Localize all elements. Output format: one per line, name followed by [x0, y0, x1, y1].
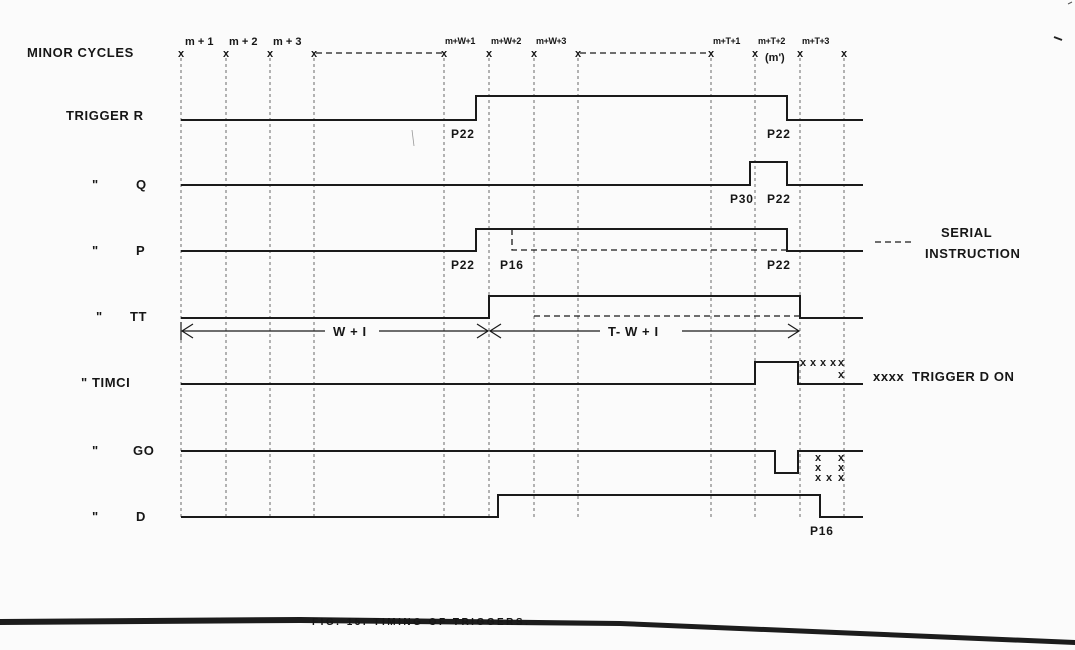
figure-caption: FIG. 15. TIMING OF TRIGGERS. — [312, 617, 530, 628]
svg-text:x: x — [815, 452, 822, 464]
svg-text:x: x — [708, 48, 715, 60]
cycle-label-8: m+T+2 — [758, 36, 785, 46]
cycle-sub-label: (m') — [765, 52, 785, 64]
pulse-p-fall: P22 — [767, 258, 791, 272]
svg-text:x: x — [800, 357, 807, 369]
waveform-p-serial-dashed — [511, 229, 787, 251]
interval-label-w-plus-1: W + I — [333, 324, 367, 339]
ditto-d: " — [92, 509, 99, 524]
pulse-r-fall: P22 — [767, 127, 791, 141]
interval-label-t-minus-w-plus-1: T- W + I — [608, 324, 659, 339]
pulse-p-dash: P16 — [500, 258, 524, 272]
svg-text:x: x — [223, 48, 230, 60]
svg-text:x: x — [838, 452, 845, 464]
note-trigger-d-on: TRIGGER D ON — [912, 369, 1015, 384]
waveform-tt — [181, 295, 863, 319]
label-tt: TT — [130, 309, 147, 324]
svg-text:x: x — [441, 48, 448, 60]
waveform-q — [181, 161, 863, 186]
label-q: Q — [136, 177, 147, 192]
label-timci: " TIMCI — [81, 375, 130, 390]
svg-text:x: x — [311, 48, 318, 60]
cycle-label-3: m + 3 — [273, 36, 301, 48]
pulse-q-fall: P22 — [767, 192, 791, 206]
cycle-label-7: m+T+1 — [713, 36, 740, 46]
svg-text:x: x — [838, 369, 845, 381]
pulse-q-rise: P30 — [730, 192, 754, 206]
label-timci-text: TIMCI — [92, 375, 130, 390]
svg-text:x: x — [838, 472, 845, 484]
svg-text:x: x — [178, 48, 185, 60]
page-edge-rule — [0, 617, 1075, 645]
svg-text:x: x — [830, 357, 837, 369]
pulse-p-rise: P22 — [451, 258, 475, 272]
label-minor-cycles: MINOR CYCLES — [27, 45, 134, 60]
svg-text:x: x — [267, 48, 274, 60]
cycle-label-5: m+W+2 — [491, 36, 521, 46]
note-trigger-d-marks: xxxx — [873, 369, 904, 384]
svg-text:x: x — [820, 357, 827, 369]
interval-label-bg-1 — [325, 322, 379, 338]
label-trigger-r: TRIGGER R — [66, 108, 144, 123]
interval-label-bg-2 — [600, 322, 682, 338]
label-p: P — [136, 243, 145, 258]
cycle-label-1: m + 1 — [185, 36, 213, 48]
svg-text:x: x — [841, 48, 848, 60]
label-d: D — [136, 509, 146, 524]
svg-text:x: x — [810, 357, 817, 369]
waveform-timci — [181, 361, 863, 385]
ditto-timci: " — [81, 375, 88, 390]
ditto-tt: " — [96, 309, 103, 324]
svg-text:x: x — [575, 48, 582, 60]
waveform-p — [181, 228, 863, 252]
waveform-d — [181, 494, 863, 518]
waveform-go — [181, 450, 863, 474]
cycle-label-4: m+W+1 — [445, 36, 475, 46]
cycle-label-2: m + 2 — [229, 36, 257, 48]
svg-text:x: x — [486, 48, 493, 60]
label-go: GO — [133, 443, 154, 458]
pulse-r-rise: P22 — [451, 127, 475, 141]
waveform-trigger-r — [181, 95, 863, 121]
cycle-label-6: m+W+3 — [536, 36, 566, 46]
svg-text:x: x — [838, 462, 845, 474]
note-instruction: INSTRUCTION — [925, 246, 1020, 261]
scan-specks — [411, 1, 1073, 147]
cycle-label-9: m+T+3 — [802, 36, 829, 46]
svg-text:x: x — [752, 48, 759, 60]
svg-text:x: x — [815, 462, 822, 474]
note-serial: SERIAL — [941, 225, 992, 240]
svg-text:x: x — [815, 472, 822, 484]
svg-text:x: x — [797, 48, 804, 60]
cycle-gridlines — [180, 52, 845, 520]
ditto-q: " — [92, 177, 99, 192]
svg-text:x: x — [838, 357, 845, 369]
ditto-go: " — [92, 443, 99, 458]
pulse-d-fall: P16 — [810, 524, 834, 538]
svg-text:x: x — [531, 48, 538, 60]
ditto-p: " — [92, 243, 99, 258]
svg-text:x: x — [826, 472, 833, 484]
